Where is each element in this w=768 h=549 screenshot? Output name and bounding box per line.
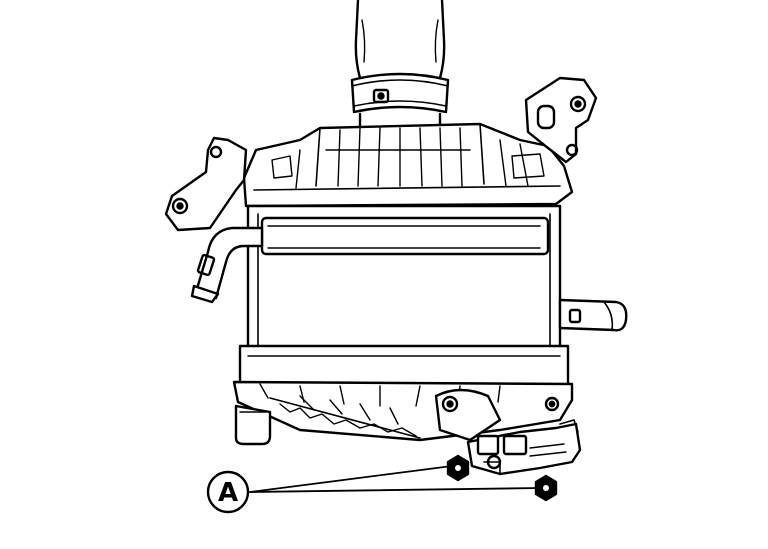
callout-a-label: A — [218, 478, 238, 508]
intake-hose — [354, 0, 446, 80]
lower-left-tab — [234, 404, 272, 446]
nut-left — [446, 454, 470, 482]
sensor-bracket — [466, 419, 582, 476]
right-pipe — [558, 298, 628, 332]
right-bracket — [524, 76, 598, 164]
lower-tank — [232, 344, 574, 442]
callout-a: A — [206, 470, 250, 514]
intercooler-core — [246, 204, 562, 368]
upper-tank — [242, 122, 574, 208]
callout-leaders — [249, 465, 541, 493]
nut-right — [534, 474, 558, 502]
left-bracket — [164, 136, 248, 232]
left-pipe — [190, 226, 264, 304]
